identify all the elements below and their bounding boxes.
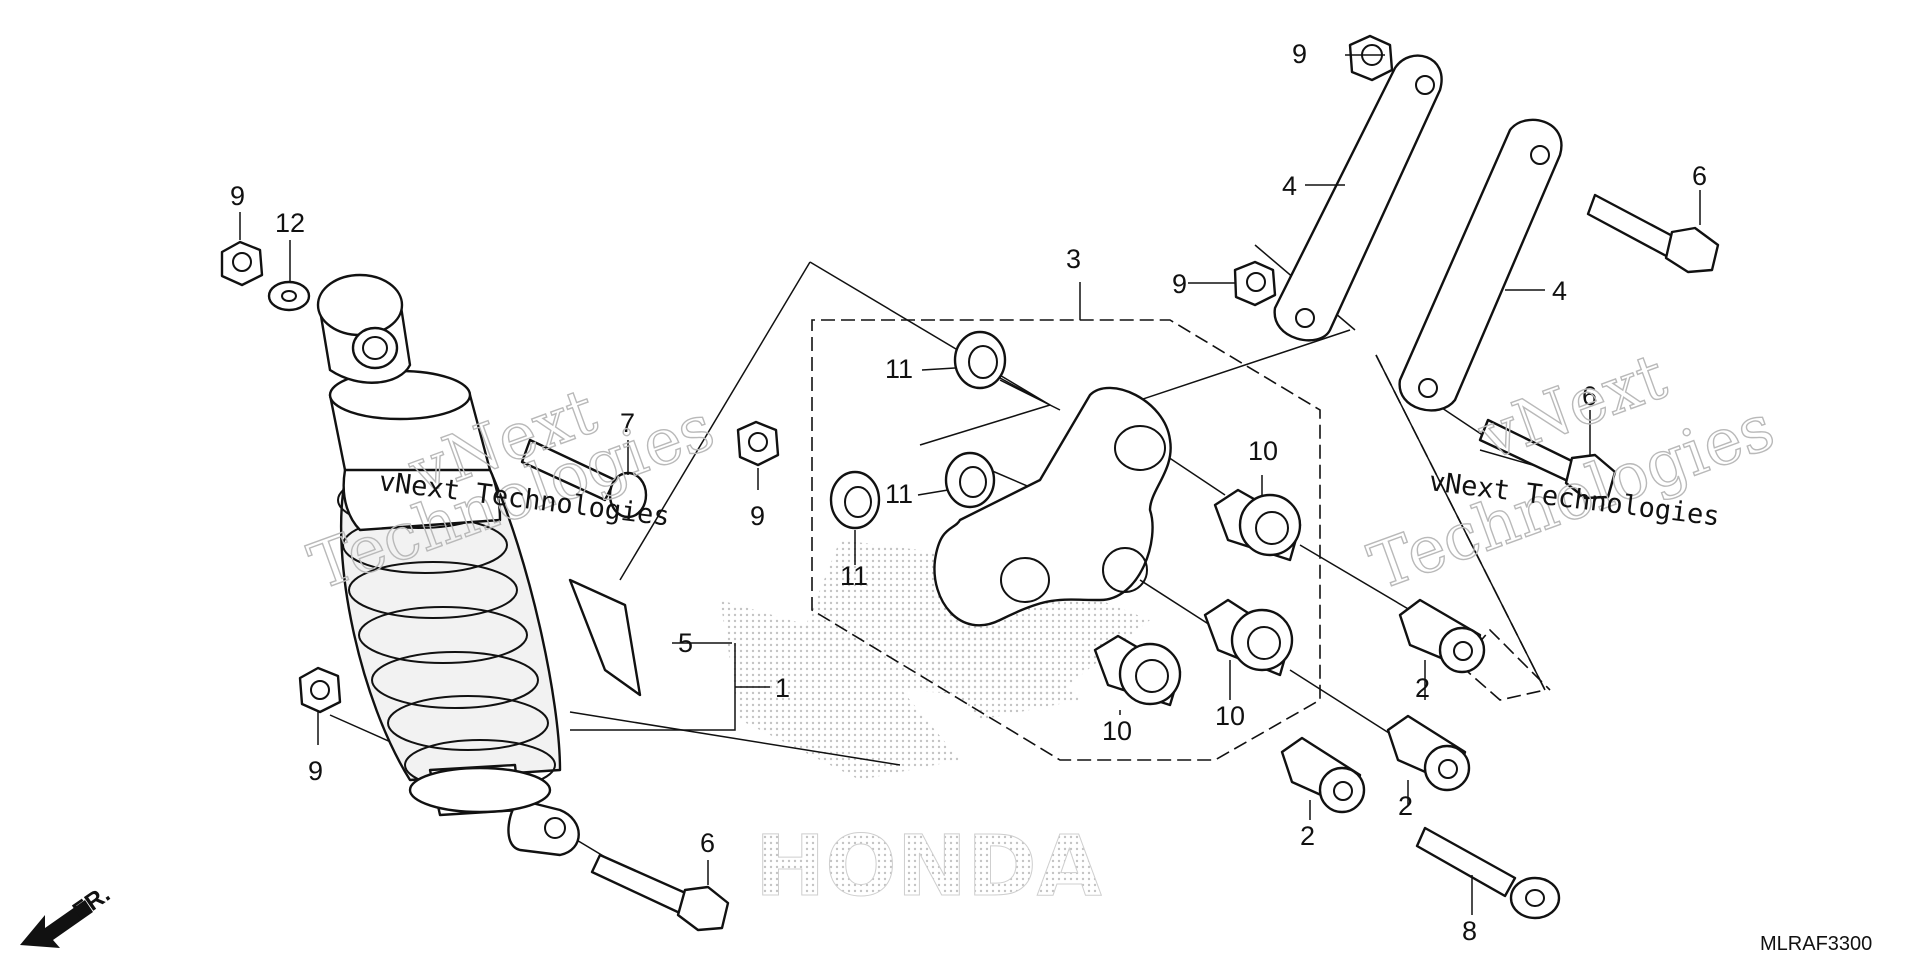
callout-11: 11 bbox=[885, 354, 913, 384]
callout-4: 4 bbox=[1282, 171, 1297, 201]
callout-10: 10 bbox=[1248, 436, 1278, 466]
bearing-10-upper[interactable] bbox=[1213, 488, 1302, 562]
nut-9-center[interactable] bbox=[736, 420, 780, 467]
callout-10: 10 bbox=[1215, 701, 1245, 731]
collar-2-lower[interactable] bbox=[1280, 736, 1366, 814]
link-4-upper[interactable] bbox=[1273, 54, 1443, 342]
nut-9-mid[interactable] bbox=[1233, 260, 1277, 307]
bolt-6-mid-right[interactable] bbox=[1478, 418, 1617, 500]
callout-2: 2 bbox=[1415, 673, 1430, 703]
callout-9: 9 bbox=[230, 181, 245, 211]
callout-9: 9 bbox=[1292, 39, 1307, 69]
callout-6: 6 bbox=[1582, 381, 1597, 411]
honda-brand-watermark: HONDA bbox=[755, 817, 1102, 915]
callout-11: 11 bbox=[885, 479, 913, 509]
link-4-lower[interactable] bbox=[1398, 118, 1563, 412]
front-arrow-icon bbox=[20, 900, 93, 948]
warning-label[interactable] bbox=[568, 578, 642, 697]
nut-9-lower-left[interactable] bbox=[298, 666, 342, 714]
collar-2-upper[interactable] bbox=[1398, 598, 1486, 674]
callout-9: 9 bbox=[750, 501, 765, 531]
callout-7: 7 bbox=[620, 408, 635, 438]
callout-8: 8 bbox=[1462, 916, 1477, 946]
nut-9-top[interactable] bbox=[1348, 34, 1394, 82]
dust-seal-11-b[interactable] bbox=[944, 451, 996, 509]
dust-seal-11-c[interactable] bbox=[829, 470, 881, 530]
collar-2-right[interactable] bbox=[1386, 714, 1471, 792]
callout-9: 9 bbox=[308, 756, 323, 786]
guide-lines bbox=[329, 244, 1551, 861]
shock-absorber[interactable] bbox=[316, 273, 580, 857]
callout-2: 2 bbox=[1398, 791, 1413, 821]
callout-10: 10 bbox=[1102, 716, 1132, 746]
bolt-8[interactable] bbox=[1415, 826, 1561, 920]
bearing-10-mid[interactable] bbox=[1203, 598, 1294, 677]
callout-2: 2 bbox=[1300, 821, 1315, 851]
washer-12[interactable] bbox=[267, 280, 311, 312]
cushion-arm[interactable] bbox=[933, 386, 1172, 627]
callout-leaders bbox=[239, 54, 1701, 915]
callout-3: 3 bbox=[1066, 244, 1081, 274]
nut-9-top-left[interactable] bbox=[220, 240, 264, 287]
bolt-7[interactable] bbox=[520, 438, 648, 519]
callout-12: 12 bbox=[275, 208, 305, 238]
callout-4: 4 bbox=[1552, 276, 1567, 306]
callout-1: 1 bbox=[775, 673, 790, 703]
callout-11: 11 bbox=[840, 561, 868, 591]
diagram-code: MLRAF3300 bbox=[1760, 933, 1872, 955]
dust-seal-11-a[interactable] bbox=[953, 330, 1007, 390]
callout-5: 5 bbox=[678, 628, 693, 658]
callout-numbers: 9 12 7 9 11 11 11 3 9 9 4 4 6 6 10 10 10… bbox=[230, 39, 1707, 946]
callout-6: 6 bbox=[1692, 161, 1707, 191]
bearing-10-lower[interactable] bbox=[1093, 634, 1182, 707]
bolt-6-upper-right[interactable] bbox=[1586, 193, 1720, 274]
front-direction-indicator: FR. bbox=[20, 881, 115, 948]
callout-9: 9 bbox=[1172, 269, 1187, 299]
callout-6: 6 bbox=[700, 828, 715, 858]
bolt-6-bottom[interactable] bbox=[590, 853, 730, 932]
